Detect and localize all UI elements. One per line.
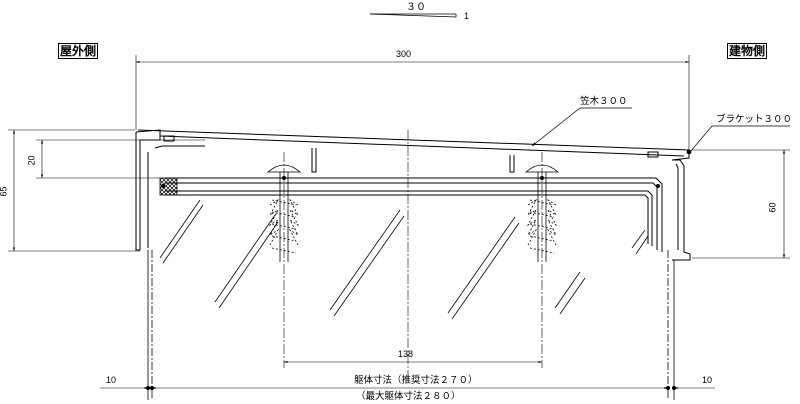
coping-callout: 笠木３００ xyxy=(580,96,628,107)
frame-max-label: （最大躯体寸法２８０） xyxy=(356,391,461,402)
center-lines xyxy=(283,130,543,380)
dimension-300-label: 300 xyxy=(396,49,412,59)
frame-size-label: 躯体寸法（推奨寸法２７０） xyxy=(354,375,478,386)
dimension-right xyxy=(692,149,790,259)
dimension-60-label: 60 xyxy=(767,202,778,213)
dimension-bottom xyxy=(100,385,715,391)
wall-hatch xyxy=(159,199,649,320)
dimension-20-label: 20 xyxy=(26,155,37,166)
callout-leaders xyxy=(531,107,790,155)
building-label: 建物側 xyxy=(727,43,768,59)
dimension-300 xyxy=(135,55,690,150)
outside-label: 屋外側 xyxy=(58,43,99,59)
coping-profile xyxy=(135,129,690,251)
dimension-138-label: 138 xyxy=(398,349,414,359)
dimension-right-10-label: 10 xyxy=(702,375,713,385)
slope-rise-label: 1 xyxy=(464,11,470,21)
gasket xyxy=(159,177,178,196)
dimension-left xyxy=(8,129,205,252)
slope-indicator xyxy=(369,13,457,18)
wall-faces xyxy=(147,250,675,400)
slope-run-label: ３０ xyxy=(406,2,426,13)
bracket-callout: ブラケット３００ xyxy=(716,114,793,125)
dimension-left-10-label: 10 xyxy=(106,375,117,385)
dimension-65-label: 65 xyxy=(0,186,9,197)
reference-dots xyxy=(161,176,660,188)
bracket-profile xyxy=(165,148,691,261)
